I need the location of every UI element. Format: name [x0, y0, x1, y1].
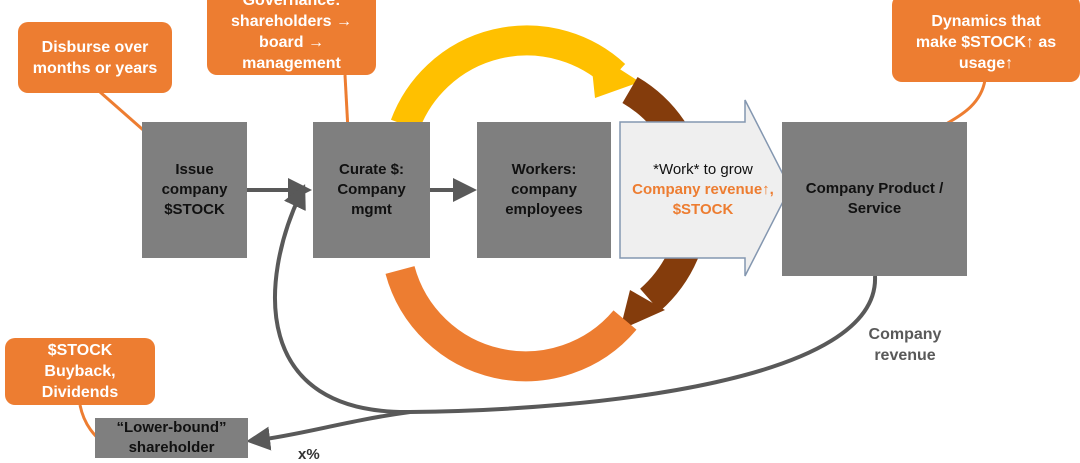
shareholder-box: “Lower-bound” shareholder — [95, 418, 248, 458]
work-label: *Work* to grow — [653, 161, 753, 178]
issue-stock-box: Issue company $STOCK — [142, 122, 247, 258]
callout-governance: Governance: shareholders → board → manage… — [207, 0, 376, 75]
curate-label: Curate $: Company mgmt — [337, 161, 406, 218]
product-box: Company Product / Service — [782, 122, 967, 276]
dynamics-text: Dynamics that make $STOCK↑ as usage↑ — [915, 13, 1057, 72]
workers-box: Workers: company employees — [477, 122, 611, 258]
curate-box: Curate $: Company mgmt — [313, 122, 430, 258]
arrow-to-shareholder — [246, 410, 411, 451]
governance-title: Governance: — [242, 0, 341, 9]
callout-buyback: $STOCK Buyback, Dividends — [5, 338, 155, 405]
disburse-text: Disburse over months or years — [32, 38, 158, 77]
ring-orange-arc — [385, 265, 637, 382]
work-arrow-text: *Work* to grow Company revenue↑, $STOCK — [618, 160, 788, 220]
buyback-text: $STOCK Buyback, Dividends — [41, 342, 119, 401]
revenue-stock-label: Company revenue↑, $STOCK — [632, 181, 774, 218]
callout-dynamics: Dynamics that make $STOCK↑ as usage↑ — [892, 0, 1080, 82]
product-label: Company Product / Service — [805, 180, 944, 217]
ring-yellow-arc — [390, 25, 626, 131]
governance-text: shareholders → board → management — [231, 12, 352, 72]
work-arrow-shape — [619, 99, 791, 277]
percent-label: x% — [298, 446, 320, 463]
ring-yellow-arrowhead — [590, 50, 640, 98]
workers-label: Workers: company employees — [505, 161, 583, 218]
revenue-flow-curve — [273, 184, 878, 415]
shareholder-label: “Lower-bound” shareholder — [116, 419, 227, 456]
issue-stock-label: Issue company $STOCK — [161, 161, 228, 218]
ring-brown-arrowhead — [620, 290, 665, 330]
company-revenue-label: Company revenue — [868, 326, 942, 364]
callout-disburse: Disburse over months or years — [18, 22, 172, 93]
